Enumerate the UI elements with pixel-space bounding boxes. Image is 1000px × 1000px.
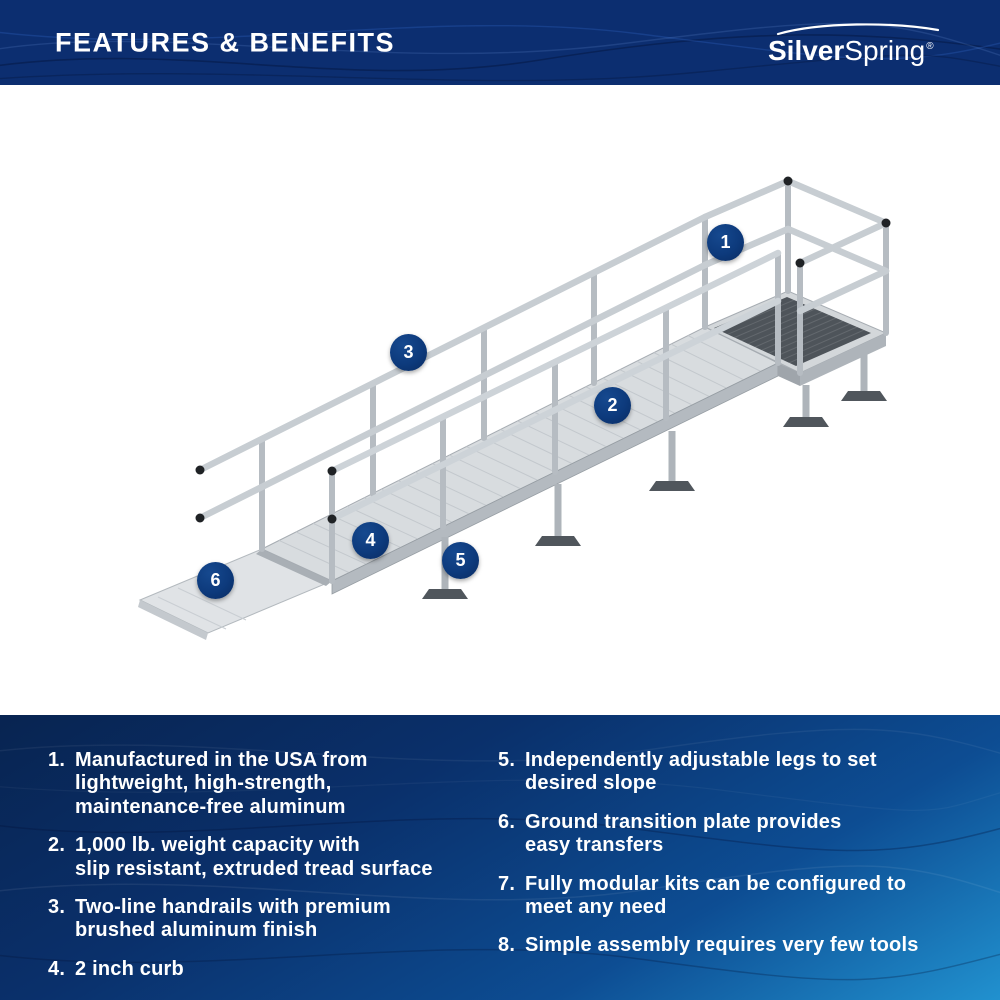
feature-text: Ground transition plate provides easy tr… [525, 810, 842, 857]
callout-1-number: 1 [720, 232, 731, 252]
footer: 1. Manufactured in the USA from lightwei… [0, 715, 1000, 1000]
callout-4: 4 [352, 522, 389, 559]
registered-mark: ® [926, 41, 934, 53]
header-wave-pattern [0, 22, 1000, 82]
feature-text: 2 inch curb [75, 957, 184, 980]
features-left-column: 1. Manufactured in the USA from lightwei… [48, 749, 478, 996]
callout-3-number: 3 [403, 342, 414, 362]
platform-handrail [701, 177, 890, 376]
brand-text: SilverSpring® [768, 34, 942, 66]
callout-5-number: 5 [455, 550, 466, 570]
feature-number: 8. [498, 934, 516, 957]
rail-end-caps [195, 176, 891, 524]
feature-item-7: 7. Fully modular kits can be configured … [498, 873, 968, 920]
ramp-illustration [138, 176, 891, 640]
feature-number: 3. [48, 895, 66, 918]
feature-text: Fully modular kits can be configured to … [525, 872, 907, 918]
header: FEATURES & BENEFITS SilverSpring® [0, 0, 1000, 85]
feature-text: Simple assembly requires very few tools [525, 934, 919, 957]
callout-2: 2 [594, 387, 631, 424]
brand-swoosh-icon [776, 22, 940, 35]
feature-item-4: 4. 2 inch curb [48, 958, 478, 981]
feature-number: 1. [48, 749, 66, 771]
feature-number: 7. [498, 872, 516, 895]
callout-3: 3 [390, 334, 427, 371]
platform-hatch-lines [720, 299, 865, 364]
feature-number: 5. [498, 749, 516, 771]
far-handrail [196, 213, 709, 552]
callout-2-number: 2 [607, 395, 618, 415]
feature-text: 1,000 lb. weight capacity with slip resi… [75, 834, 433, 880]
brand-second-word: Spring [844, 34, 926, 66]
feature-item-1: 1. Manufactured in the USA from lightwei… [48, 749, 478, 819]
callout-1: 1 [707, 224, 744, 261]
callout-6: 6 [197, 562, 234, 599]
callout-6-number: 6 [210, 570, 221, 590]
page-title: FEATURES & BENEFITS [55, 27, 396, 57]
features-list: 1. Manufactured in the USA from lightwei… [0, 749, 1000, 996]
feature-number: 6. [498, 810, 516, 833]
feature-item-3: 3. Two-line handrails with premium brush… [48, 896, 478, 943]
diagram-canvas: 1 2 3 4 5 6 [0, 85, 1000, 715]
features-right-column: 5. Independently adjustable legs to set … [498, 749, 968, 996]
feature-item-2: 2. 1,000 lb. weight capacity with slip r… [48, 834, 478, 881]
feature-item-5: 5. Independently adjustable legs to set … [498, 749, 968, 796]
footer-wave-pattern [0, 728, 1000, 981]
feature-number: 2. [48, 834, 66, 857]
brand-first-word: Silver [768, 34, 845, 66]
feature-item-6: 6. Ground transition plate provides easy… [498, 811, 968, 858]
ramp-deck [260, 326, 780, 595]
feature-number: 4. [48, 957, 66, 980]
near-handrail [328, 249, 782, 584]
brand-logo: SilverSpring® [768, 21, 942, 65]
callout-5: 5 [442, 542, 479, 579]
callout-4-number: 4 [365, 530, 376, 550]
feature-text: Independently adjustable legs to set des… [525, 749, 877, 795]
feature-text: Two-line handrails with premium brushed … [75, 895, 391, 942]
feature-text: Manufactured in the USA from lightweight… [75, 749, 368, 818]
feature-item-8: 8. Simple assembly requires very few too… [498, 934, 968, 957]
